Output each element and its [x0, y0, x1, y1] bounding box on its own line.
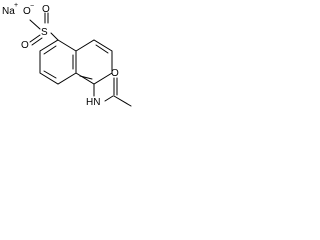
right-ring-double-1: [95, 44, 109, 54]
oxygen-anion-charge: −: [30, 3, 34, 10]
right-ring-double-2: [79, 75, 93, 80]
naphthalene-right-ring: [75, 39, 113, 85]
bond-s-ring: [50, 32, 59, 41]
oxygen-anion-label: O: [23, 6, 31, 17]
carbonyl-oxygen-label: O: [111, 68, 119, 79]
sodium-charge: +: [14, 2, 18, 9]
sulfonyl-oxygen-top-label: O: [42, 4, 50, 15]
left-ring-double-2: [43, 70, 57, 79]
naphthalene-left-ring: [39, 39, 77, 85]
chemical-structure-diagram: Na + O − S O O HN O: [2, 2, 132, 108]
nitrogen-hydrogen-label: HN: [86, 97, 100, 108]
bond-s-o-left: [29, 34, 41, 43]
sodium-label: Na: [2, 6, 15, 17]
sulfonyl-oxygen-left-label: O: [21, 40, 29, 51]
sulfur-label: S: [41, 27, 48, 38]
bond-nh-carbonyl: [104, 95, 114, 102]
bond-o-s: [29, 19, 41, 30]
bond-s-o-left-double: [31, 37, 43, 46]
left-ring-double-1: [43, 45, 57, 55]
bond-carbonyl-methyl: [113, 95, 132, 107]
